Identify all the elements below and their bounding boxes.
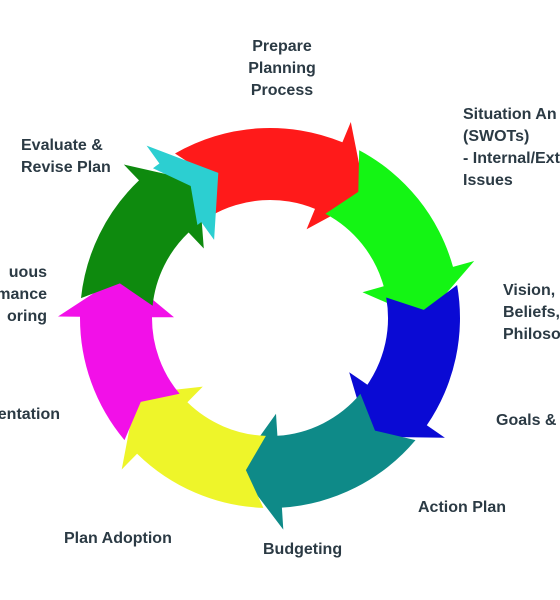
cycle-arrow-budgeting xyxy=(121,386,266,508)
label-budgeting: Budgeting xyxy=(263,541,343,558)
cycle-arrow-action xyxy=(236,393,416,530)
label-plan-adoption: Plan Adoption xyxy=(64,530,172,547)
cycle-arrow-evaluate xyxy=(146,145,219,240)
label-implementation: entation xyxy=(0,406,60,423)
label-performance-monitoring: uous mance oring xyxy=(0,264,47,325)
label-situation-analysis: Situation An (SWOTs) - Internal/Ext Issu… xyxy=(463,106,560,189)
cycle-arrow-vision xyxy=(349,285,460,438)
cycle-arrow-prepare xyxy=(175,122,366,230)
cycle-arrow-monitoring xyxy=(81,164,204,306)
label-action-plan: Action Plan xyxy=(418,499,507,516)
label-evaluate-revise-plan: Evaluate & Revise Plan xyxy=(21,137,111,176)
cycle-arrow-situation xyxy=(325,150,475,320)
label-prepare-planning-process: Prepare Planning Process xyxy=(248,38,316,99)
label-vision-beliefs: Vision, Beliefs, Philosop xyxy=(503,282,560,343)
label-goals: Goals & C xyxy=(496,412,557,429)
cycle-arrow-adoption xyxy=(58,274,180,441)
